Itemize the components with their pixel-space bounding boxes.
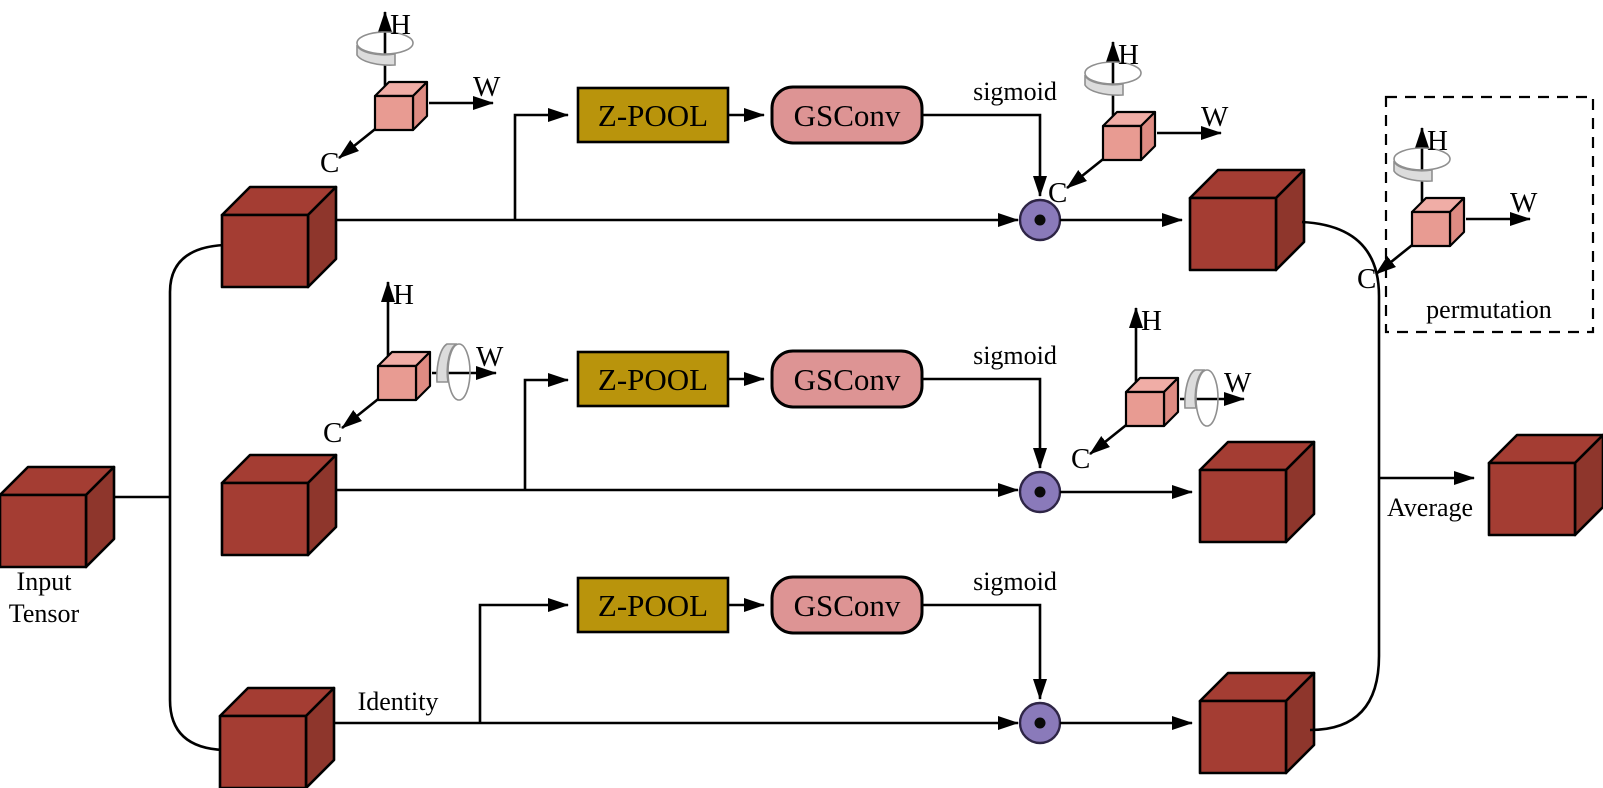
zpool-label: Z-POOL bbox=[598, 362, 708, 397]
branch2-zpool-connector bbox=[523, 373, 569, 490]
c-axis-arrow bbox=[338, 124, 380, 160]
h-axis-label: H bbox=[393, 279, 414, 311]
branch3-tensor-cube bbox=[218, 686, 336, 788]
branch1-zpool-connector bbox=[513, 108, 569, 220]
c-axis-arrow bbox=[1375, 240, 1417, 276]
branch2-tensor-cube bbox=[220, 453, 338, 557]
average-label: Average bbox=[1387, 493, 1473, 522]
branch1-gsconv-box: GSConv bbox=[770, 85, 924, 145]
zpool-rect bbox=[576, 86, 730, 144]
zpool-rect bbox=[576, 350, 730, 408]
branch3-elementwise-multiply bbox=[1018, 701, 1062, 745]
small-tensor-cube bbox=[1410, 196, 1466, 248]
permutation-label: permutation bbox=[1426, 295, 1552, 324]
branch1-zpool-box: Z-POOL bbox=[576, 86, 730, 144]
branch3-zpool-box: Z-POOL bbox=[576, 576, 730, 634]
branch3-gsconv-box: GSConv bbox=[770, 575, 924, 635]
branch-2: Z-POOL GSConv sigmoid bbox=[220, 341, 1316, 557]
input-label-line2: Tensor bbox=[9, 599, 80, 628]
branch-split-trunk bbox=[168, 243, 225, 752]
h-axis-label: H bbox=[1118, 39, 1139, 71]
branch1-output-cube bbox=[1188, 168, 1306, 272]
zpool-label: Z-POOL bbox=[598, 588, 708, 623]
branch2-sigmoid-label: sigmoid bbox=[973, 341, 1057, 370]
gsconv-label: GSConv bbox=[794, 588, 901, 623]
zpool-label: Z-POOL bbox=[598, 98, 708, 133]
h-axis-label: H bbox=[1427, 125, 1448, 157]
input-tensor-group: Input Tensor bbox=[0, 243, 225, 752]
axis-triad-branch2-left: H W C bbox=[323, 279, 504, 449]
axis-triad-branch2-right: H W C bbox=[1071, 305, 1252, 475]
branch1-tensor-cube bbox=[220, 185, 338, 289]
w-axis-label: W bbox=[476, 341, 504, 373]
aggregation-group: Average bbox=[1301, 220, 1603, 732]
merge-collector-line bbox=[1301, 220, 1381, 732]
axis-triad-branch1-right: H W C bbox=[1048, 39, 1229, 209]
gsconv-label: GSConv bbox=[794, 362, 901, 397]
gsconv-label: GSConv bbox=[794, 98, 901, 133]
c-axis-label: C bbox=[1048, 177, 1067, 209]
branch-1: Z-POOL GSConv sigmoid bbox=[220, 77, 1306, 289]
h-axis-label: H bbox=[390, 9, 411, 41]
small-tensor-cube bbox=[376, 350, 432, 402]
c-axis-arrow bbox=[341, 394, 383, 430]
branch2-elementwise-multiply bbox=[1018, 470, 1062, 514]
w-axis-label: W bbox=[1224, 367, 1252, 399]
permutation-legend: H W C permutation bbox=[1357, 95, 1595, 334]
branch2-output-cube bbox=[1198, 440, 1316, 544]
w-axis-label: W bbox=[1510, 187, 1538, 219]
branch3-sigmoid-connector bbox=[922, 603, 1047, 700]
w-axis-label: W bbox=[1201, 101, 1229, 133]
c-axis-arrow bbox=[1066, 154, 1108, 190]
branch3-output-cube bbox=[1198, 671, 1316, 775]
identity-label: Identity bbox=[358, 687, 439, 716]
c-axis-arrow bbox=[1089, 420, 1131, 456]
w-axis-label: W bbox=[473, 71, 501, 103]
zpool-rect bbox=[576, 576, 730, 634]
axis-triad-branch1-left: H W C bbox=[320, 9, 501, 179]
c-axis-label: C bbox=[323, 417, 342, 449]
branch2-zpool-box: Z-POOL bbox=[576, 350, 730, 408]
h-axis-label: H bbox=[1141, 305, 1162, 337]
final-output-cube bbox=[1487, 433, 1603, 537]
branch3-zpool-connector bbox=[478, 598, 569, 723]
c-axis-label: C bbox=[320, 147, 339, 179]
branch-3: Identity Z-POOL GSConv sigmoid bbox=[218, 567, 1316, 788]
small-tensor-cube bbox=[1101, 110, 1157, 162]
small-tensor-cube bbox=[373, 80, 429, 132]
input-tensor-cube bbox=[0, 465, 116, 569]
branch2-sigmoid-connector bbox=[922, 377, 1047, 469]
branch2-gsconv-box: GSConv bbox=[770, 349, 924, 409]
branch3-sigmoid-label: sigmoid bbox=[973, 567, 1057, 596]
input-label-line1: Input bbox=[17, 567, 73, 596]
permutation-dashed-box bbox=[1384, 95, 1595, 334]
branch1-sigmoid-connector bbox=[922, 113, 1047, 197]
small-tensor-cube bbox=[1124, 376, 1180, 428]
c-axis-label: C bbox=[1357, 263, 1376, 295]
c-axis-label: C bbox=[1071, 443, 1090, 475]
branch1-sigmoid-label: sigmoid bbox=[973, 77, 1057, 106]
axis-triad-permutation: H W C bbox=[1357, 125, 1538, 295]
